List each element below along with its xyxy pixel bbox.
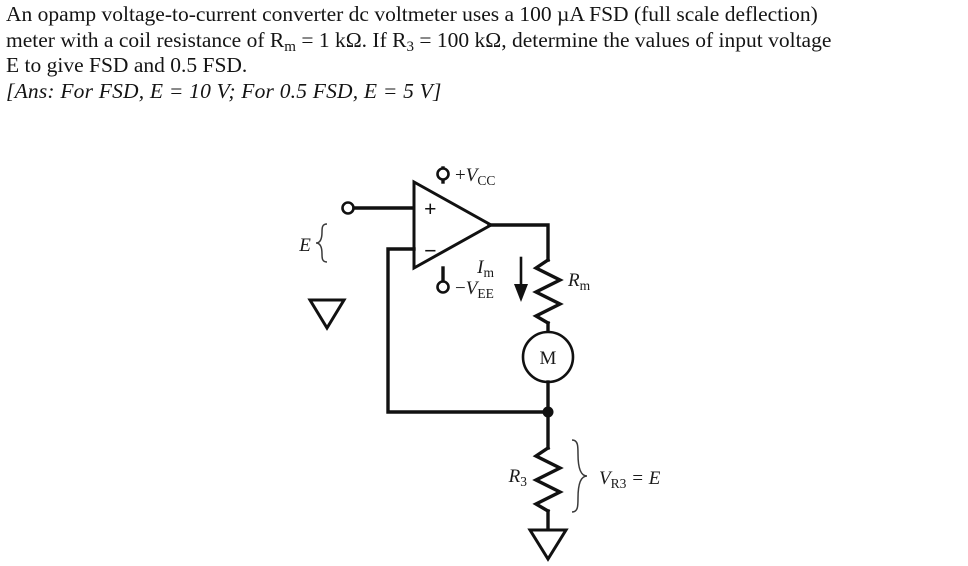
im-variable: I xyxy=(476,257,485,278)
input-terminal-circle xyxy=(341,201,355,215)
question-line-2: meter with a coil resistance of Rm = 1 k… xyxy=(6,27,962,55)
vr3-label: VR3 = E xyxy=(599,468,661,491)
feedback-wire xyxy=(386,247,550,414)
opamp-inverting-input-label: − xyxy=(424,238,437,263)
answer-line: [Ans: For FSD, E = 10 V; For 0.5 FSD, E … xyxy=(6,78,442,103)
vr3-variable: V xyxy=(599,468,613,489)
opamp-noninverting-input-label: + xyxy=(424,196,437,221)
rm-subscript: m xyxy=(284,38,296,55)
rm-subscript-label: m xyxy=(580,278,591,293)
r3-resistor xyxy=(532,445,564,514)
question-line-1: An opamp voltage-to-current converter dc… xyxy=(6,2,818,26)
vr3-brace xyxy=(571,439,588,513)
rm-variable: R xyxy=(567,270,580,291)
ground-symbol-r3 xyxy=(527,528,569,562)
im-label: Im xyxy=(476,257,494,280)
vee-sign: − xyxy=(455,278,466,299)
vee-label: −VEE xyxy=(455,278,494,301)
vcc-sign: + xyxy=(455,165,466,186)
question-line-2-part-c: = 100 kΩ, determine the values of input … xyxy=(413,27,832,52)
rm-label: Rm xyxy=(567,270,591,293)
r3-label: R3 xyxy=(508,466,528,489)
input-voltage-brace xyxy=(315,223,328,263)
rm-resistor xyxy=(532,257,564,326)
meter-label: M xyxy=(540,348,557,369)
vee-terminal-circle xyxy=(436,280,450,294)
ground-symbol-input xyxy=(307,298,347,331)
r3-subscript-label: 3 xyxy=(520,474,527,489)
vee-variable: V xyxy=(466,278,480,299)
r3-subscript: 3 xyxy=(406,38,414,55)
vcc-variable: V xyxy=(466,165,480,186)
vr3-equation: = E xyxy=(626,468,660,489)
input-voltage-label: E xyxy=(298,235,311,256)
question-line-3: E to give FSD and 0.5 FSD. xyxy=(6,53,248,77)
opamp-output-wire xyxy=(487,223,550,262)
im-subscript: m xyxy=(483,265,494,280)
question-line-2-part-a: meter with a coil resistance of R xyxy=(6,27,285,52)
vr3-subscript: R3 xyxy=(611,476,627,491)
question-text-block: An opamp voltage-to-current converter dc… xyxy=(6,2,962,104)
im-arrow-head xyxy=(514,284,528,302)
question-line-2-part-b: = 1 kΩ. If R xyxy=(295,27,407,52)
vcc-terminal-circle xyxy=(436,167,450,181)
opamp-triangle xyxy=(412,179,495,271)
vcc-label: +VCC xyxy=(455,165,495,188)
vee-subscript: EE xyxy=(477,286,494,301)
r3-variable: R xyxy=(508,466,521,487)
vcc-subscript: CC xyxy=(477,173,495,188)
circuit-diagram: E + − +VCC −VEE Rm Im M R3 VR3 = E xyxy=(0,150,968,566)
